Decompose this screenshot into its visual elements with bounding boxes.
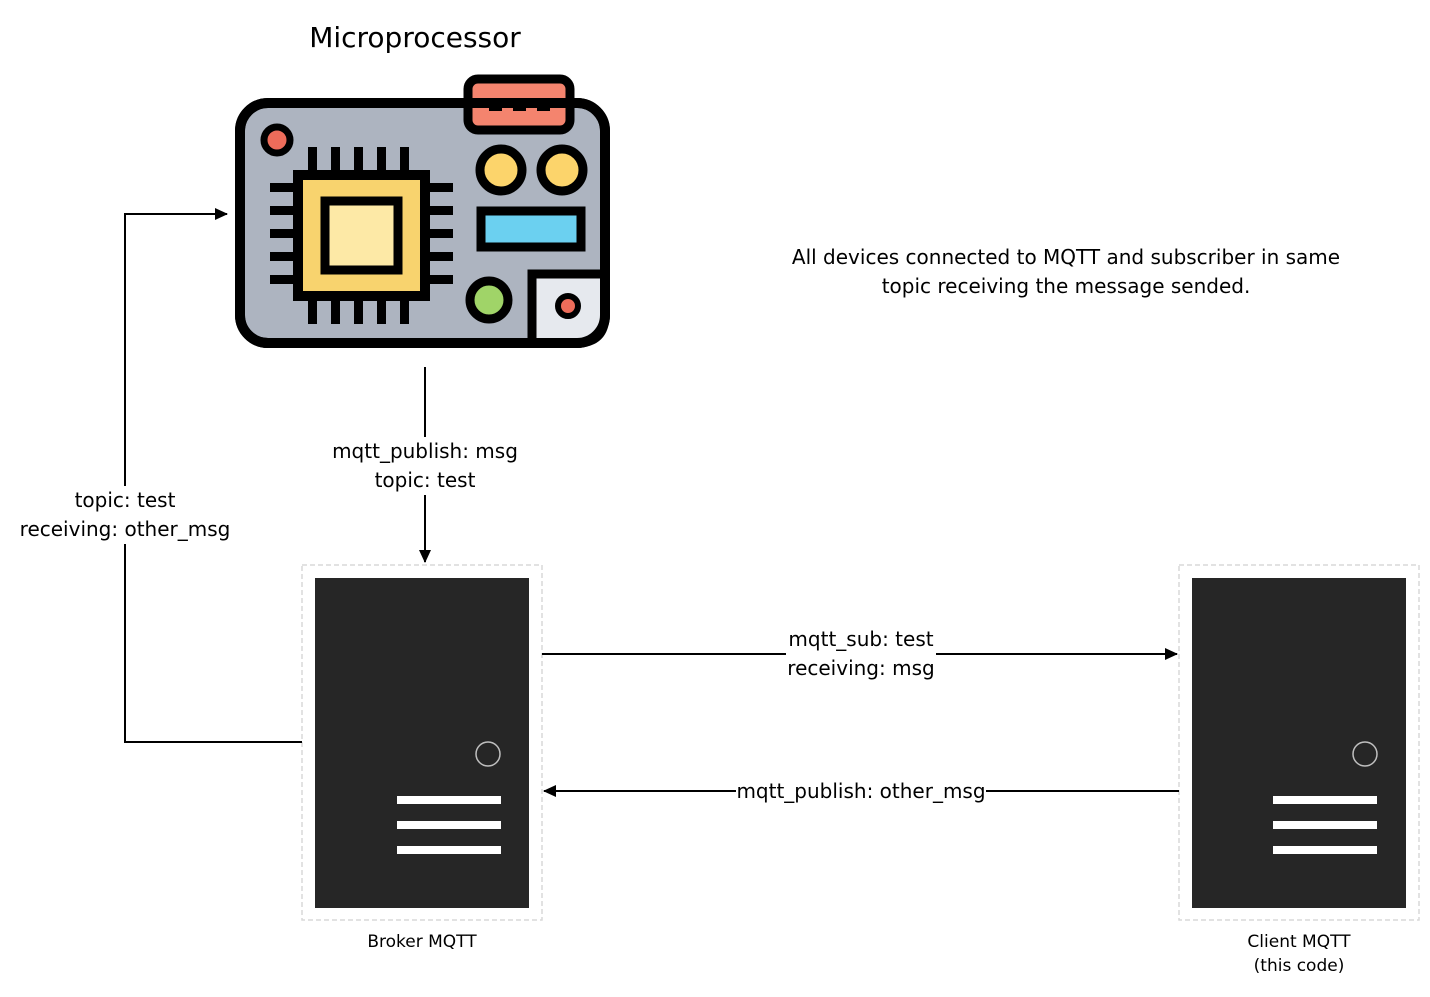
- client-label-line-2: (this code): [1253, 956, 1345, 976]
- explanatory-note: All devices connected to MQTT and subscr…: [760, 243, 1372, 301]
- edge-label-line: mqtt_publish: other_msg: [736, 779, 986, 803]
- edge-label-line: mqtt_sub: test: [788, 627, 934, 651]
- edge-label-broker-to-micro: topic: test receiving: other_msg: [15, 486, 235, 544]
- edge-label-line: topic: test: [74, 488, 176, 512]
- diagram-title: Microprocessor: [309, 21, 521, 54]
- edge-broker-to-micro: [124, 208, 302, 743]
- edge-label-line: receiving: other_msg: [19, 517, 231, 541]
- broker-server: [301, 564, 543, 921]
- circuit-board-icon: [235, 74, 610, 348]
- edge-label-broker-to-client: mqtt_sub: test receiving: msg: [786, 625, 936, 683]
- note-line-2: topic receiving the message sended.: [881, 274, 1251, 298]
- note-line-1: All devices connected to MQTT and subscr…: [791, 245, 1341, 269]
- server-tower-icon: [1192, 578, 1406, 908]
- client-caption: Client MQTT (this code): [1199, 930, 1399, 978]
- edge-label-line: mqtt_publish: msg: [332, 439, 518, 463]
- client-label-line-1: Client MQTT: [1247, 932, 1351, 952]
- edge-label-line: topic: test: [374, 468, 476, 492]
- broker-label: Broker MQTT: [367, 932, 477, 952]
- client-server: [1178, 564, 1420, 921]
- edge-label-client-to-broker: mqtt_publish: other_msg: [736, 777, 986, 806]
- broker-caption: Broker MQTT: [322, 930, 522, 954]
- edge-label-publish-to-broker: mqtt_publish: msg topic: test: [325, 437, 525, 495]
- server-tower-icon: [315, 578, 529, 908]
- edge-label-line: receiving: msg: [787, 656, 935, 680]
